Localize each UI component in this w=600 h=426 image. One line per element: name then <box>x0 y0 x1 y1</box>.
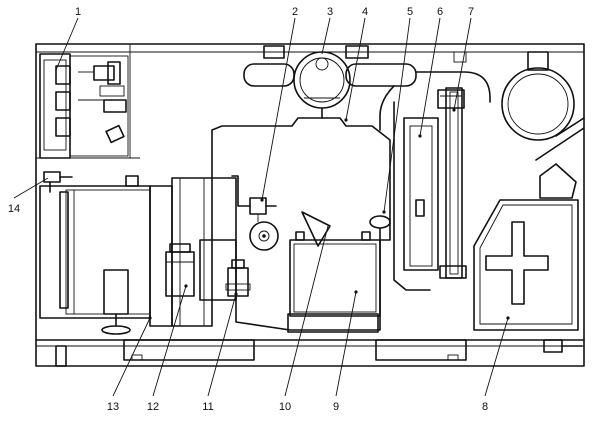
callout-13: 13 <box>107 401 119 413</box>
callout-labels: 1 2 3 4 5 6 7 8 9 10 11 12 13 14 <box>8 6 488 413</box>
callout-12: 12 <box>147 401 159 413</box>
callout-4: 4 <box>362 6 368 18</box>
callout-2: 2 <box>292 6 298 18</box>
fuel-tank <box>473 127 585 353</box>
callout-11: 11 <box>202 401 213 413</box>
callout-7: 7 <box>468 6 474 18</box>
air-cleaner <box>243 45 417 119</box>
alternator <box>39 171 151 335</box>
callout-1: 1 <box>75 6 81 18</box>
muffler <box>501 51 585 141</box>
callout-8: 8 <box>482 401 488 413</box>
callout-6: 6 <box>437 6 443 18</box>
callout-9: 9 <box>333 401 339 413</box>
callout-5: 5 <box>407 6 413 18</box>
callout-10: 10 <box>279 401 291 413</box>
control-panel <box>39 53 129 159</box>
radiator <box>379 51 491 291</box>
callout-3: 3 <box>327 6 333 18</box>
battery <box>287 211 391 333</box>
callout-14: 14 <box>8 203 20 215</box>
callout-leaders <box>13 17 510 397</box>
engine-block <box>149 117 391 331</box>
